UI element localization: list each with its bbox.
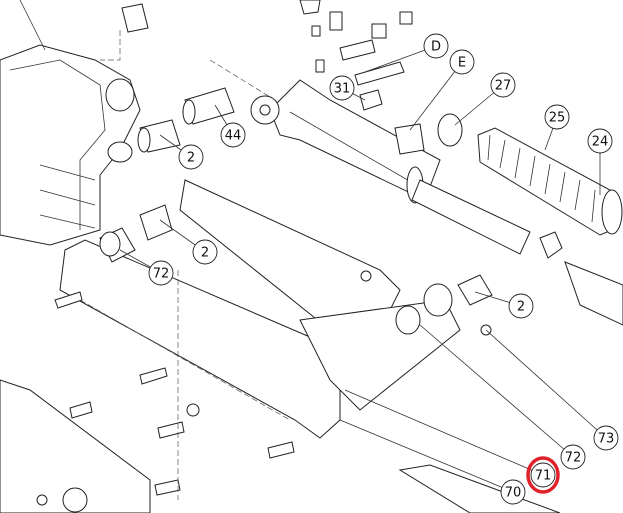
callout-detail-d[interactable]: D bbox=[423, 33, 449, 59]
callout-circle bbox=[329, 75, 355, 101]
callout-bushing-left[interactable]: 2 bbox=[192, 239, 218, 265]
callout-circle bbox=[530, 462, 556, 488]
callout-label: 72 bbox=[565, 451, 582, 466]
callout-circle bbox=[220, 122, 246, 148]
callout-label: 73 bbox=[598, 432, 615, 447]
arm-plates bbox=[0, 179, 561, 513]
callout-circle bbox=[490, 72, 516, 98]
callout-label: D bbox=[431, 40, 441, 55]
callout-label: 25 bbox=[549, 111, 566, 126]
leader-line bbox=[339, 419, 514, 493]
callout-label: E bbox=[458, 56, 466, 71]
callout-boot-end[interactable]: 24 bbox=[587, 128, 613, 154]
callout-circle bbox=[423, 33, 449, 59]
callout-circle bbox=[544, 104, 570, 130]
callout-circle bbox=[178, 144, 204, 170]
callout-bellows-boot[interactable]: 25 bbox=[544, 104, 570, 130]
callout-label: 72 bbox=[153, 267, 170, 282]
callout-circle bbox=[192, 239, 218, 265]
leader-lines bbox=[119, 45, 607, 493]
callout-label: 24 bbox=[592, 135, 609, 150]
callout-grease-fitting[interactable]: 31 bbox=[329, 75, 355, 101]
callout-detail-e[interactable]: E bbox=[449, 49, 475, 75]
callout-label: 2 bbox=[517, 300, 525, 315]
callout-hose-clamp[interactable]: 27 bbox=[490, 72, 516, 98]
callout-label: 70 bbox=[505, 486, 522, 501]
callout-circle bbox=[593, 425, 619, 451]
leader-line bbox=[344, 389, 544, 476]
callout-label: 31 bbox=[334, 82, 351, 97]
callout-label: 71 bbox=[535, 469, 552, 484]
callout-bushing-right[interactable]: 2 bbox=[508, 293, 534, 319]
callout-bushing-upper[interactable]: 2 bbox=[178, 144, 204, 170]
mounting-bracket bbox=[0, 0, 141, 246]
callout-circle bbox=[500, 479, 526, 505]
pins bbox=[121, 3, 235, 153]
callout-circle bbox=[449, 49, 475, 75]
callout-label: 27 bbox=[495, 79, 512, 94]
callout-circle bbox=[148, 260, 174, 286]
callout-bushing-flanged-left[interactable]: 72 bbox=[148, 260, 174, 286]
bolts bbox=[36, 270, 492, 506]
bellows-boot-assembly bbox=[437, 113, 623, 326]
callout-label: 2 bbox=[201, 246, 209, 261]
center-lines bbox=[79, 30, 291, 500]
leader-line bbox=[364, 45, 437, 73]
callout-arm-plate-outer[interactable]: 70 bbox=[500, 479, 526, 505]
callout-arm-plate-inner[interactable]: 71 bbox=[526, 456, 560, 494]
leader-line bbox=[409, 61, 463, 131]
callout-pin[interactable]: 44 bbox=[220, 122, 246, 148]
callout-circle bbox=[587, 128, 613, 154]
highlight-ring bbox=[526, 456, 560, 494]
callout-circle bbox=[508, 293, 534, 319]
callout-circle bbox=[560, 444, 586, 470]
callout-bushing-flanged-right[interactable]: 72 bbox=[560, 444, 586, 470]
callout-label: 44 bbox=[225, 129, 242, 144]
leader-line bbox=[485, 329, 607, 439]
callout-label: 2 bbox=[187, 151, 195, 166]
leader-line bbox=[419, 324, 574, 458]
callout-nut[interactable]: 73 bbox=[593, 425, 619, 451]
callouts: 2 44 31 D E 27 25 24 2 72 2 73 72 71 70 bbox=[148, 33, 619, 505]
hydraulic-cylinder bbox=[250, 0, 531, 255]
